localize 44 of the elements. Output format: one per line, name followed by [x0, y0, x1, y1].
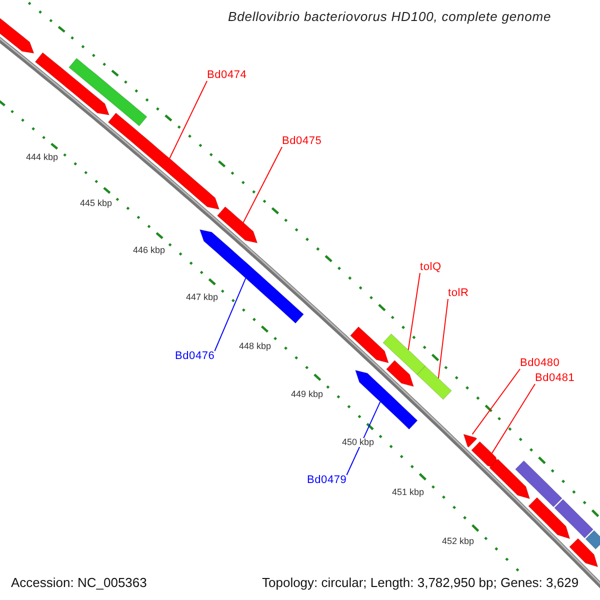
gene-label: tolR: [448, 288, 469, 299]
gene-label: tolQ: [420, 262, 442, 273]
leader-line: [408, 272, 420, 350]
leader-line: [472, 368, 520, 435]
gene-bar: [416, 366, 452, 400]
leader-line: [214, 278, 246, 352]
leader-line: [169, 80, 208, 159]
gene-pointed-bar: [569, 538, 598, 568]
gene-pointed-bar: [463, 434, 478, 448]
gene-pointed-bar: [199, 229, 304, 324]
scale-label: 449 kbp: [291, 390, 324, 399]
info-text: Accession: NC_005363: [10, 576, 148, 589]
gene-bar: [68, 58, 148, 126]
gene-pointed-bar: [34, 52, 110, 116]
gene-label: Bd0474: [207, 70, 247, 81]
scale-label: 451 kbp: [392, 488, 424, 497]
gene-pointed-bar: [489, 458, 530, 500]
gene-label: Bd0475: [282, 136, 322, 147]
scale-label: 448 kbp: [239, 342, 272, 351]
leader-line: [346, 401, 381, 476]
gene-pointed-bar: [216, 206, 258, 244]
scale-label: 445 kbp: [80, 199, 112, 208]
leader-line: [242, 146, 282, 223]
gene-pointed-bar: [354, 370, 418, 430]
gene-bar: [514, 460, 562, 508]
scale-label: 447 kbp: [186, 293, 218, 302]
scale-label: 452 kbp: [442, 537, 474, 546]
gene-label: Bd0480: [520, 358, 560, 369]
gene-pointed-bar: [386, 360, 414, 387]
leader-line: [438, 298, 448, 379]
gene-bar: [585, 530, 600, 550]
gene-pointed-bar: [528, 497, 570, 540]
gene-bar: [382, 333, 426, 376]
gene-label: Bd0479: [307, 475, 347, 486]
gene-bar: [554, 498, 594, 538]
scale-label: 450 kbp: [342, 438, 374, 447]
scale-label: 446 kbp: [133, 246, 166, 255]
gene-label: Bd0476: [175, 351, 215, 362]
info-text: Topology: circular; Length: 3,782,950 bp; Genes: 3,629: [261, 576, 580, 589]
gene-pointed-bar: [350, 326, 389, 364]
scale-label: 444 kbp: [26, 153, 58, 162]
gene-label: Bd0481: [535, 373, 575, 384]
leader-line: [491, 384, 536, 454]
map-title: Bdellovibrio bacteriovorus HD100, complete genome: [228, 10, 552, 23]
